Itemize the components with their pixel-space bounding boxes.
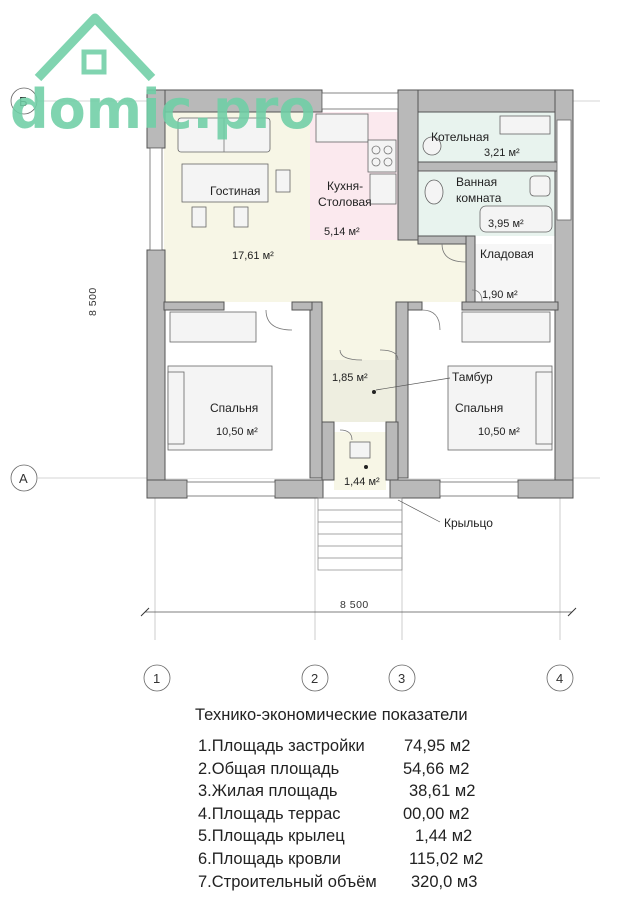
logo: domic.pro — [10, 13, 315, 141]
indicator-value: 320,0 м3 — [411, 872, 478, 891]
storage-area: 1,90 м² — [482, 289, 518, 301]
axis-col-1: 1 — [153, 671, 160, 686]
indicator-value: 38,61 м2 — [409, 782, 476, 801]
indicators-title: Технико-экономические показатели — [195, 706, 468, 724]
porch-leader — [397, 499, 441, 523]
bedroom-right-name: Спальня — [455, 401, 503, 415]
corridor-floor — [164, 240, 474, 302]
axis-row-b: Б — [19, 94, 28, 109]
indicator-value: 115,02 м2 — [409, 850, 484, 868]
bedroom-left-area: 10,50 м² — [216, 426, 258, 438]
kitchen-name-line2: Столовая — [318, 195, 372, 209]
vestibule-leader — [375, 377, 451, 391]
house-roof-icon — [34, 13, 156, 82]
storage-name: Кладовая — [480, 247, 534, 261]
dimension-height-label: 8 500 — [87, 287, 99, 316]
storage-floor — [474, 244, 552, 302]
dimension-width: 8 500 — [140, 599, 577, 617]
bathroom-name-line2: комната — [456, 191, 502, 205]
bathroom-name-line1: Ванная — [456, 175, 497, 189]
hall-marker — [372, 390, 376, 394]
bedroom-left-name: Спальня — [210, 401, 258, 415]
indicator-label: 4.Площадь террас — [198, 804, 341, 823]
indicator-value: 54,66 м2 — [403, 759, 470, 778]
living-room-name: Гостиная — [210, 184, 260, 198]
bedroom-right-area: 10,50 м² — [478, 426, 520, 438]
doors — [265, 243, 483, 441]
porch-name: Крыльцо — [444, 516, 493, 530]
furniture — [167, 113, 553, 459]
vestibule-floor — [320, 360, 398, 422]
axis-col-2: 2 — [311, 671, 318, 686]
axis-row-a: А — [19, 471, 28, 486]
vestibule-name: Тамбур — [452, 370, 493, 384]
axis-col-4: 4 — [556, 671, 563, 686]
indicator-label: 7.Строительный объём — [198, 872, 377, 891]
axis-markers: Б А 1 2 3 4 — [10, 87, 574, 692]
indicator-label: 5.Площадь крылец — [198, 827, 345, 846]
windows — [149, 92, 572, 497]
porch-stairs — [317, 497, 403, 571]
dimension-width-label: 8 500 — [340, 599, 369, 611]
living-room-area: 17,61 м² — [232, 250, 274, 262]
indicator-label: 6.Площадь кровли — [198, 850, 341, 868]
indicator-label: 3.Жилая площадь — [198, 782, 338, 801]
hall-area: 1,85 м² — [332, 372, 368, 384]
indicator-value: 00,00 м2 — [403, 804, 470, 823]
boiler-room-area: 3,21 м² — [484, 147, 520, 159]
porch-marker — [364, 465, 368, 469]
kitchen-area: 5,14 м² — [324, 226, 360, 238]
logo-text: domic.pro — [10, 78, 315, 141]
dimension-height: 8 500 — [87, 287, 99, 316]
indicator-label: 2.Общая площадь — [198, 759, 340, 778]
kitchen-name-line1: Кухня- — [327, 179, 363, 193]
boiler-room-name: Котельная — [431, 130, 489, 144]
floor-plan: Гостиная 17,61 м² Кухня- Столовая 5,14 м… — [10, 13, 600, 692]
bathroom-area: 3,95 м² — [488, 218, 524, 230]
porch-area: 1,44 м² — [344, 476, 380, 488]
indicator-value: 74,95 м2 — [404, 737, 471, 755]
house-window-icon — [81, 49, 107, 75]
indicator-label: 1.Площадь застройки — [198, 737, 365, 755]
indicator-value: 1,44 м2 — [415, 827, 473, 846]
axis-col-3: 3 — [398, 671, 405, 686]
